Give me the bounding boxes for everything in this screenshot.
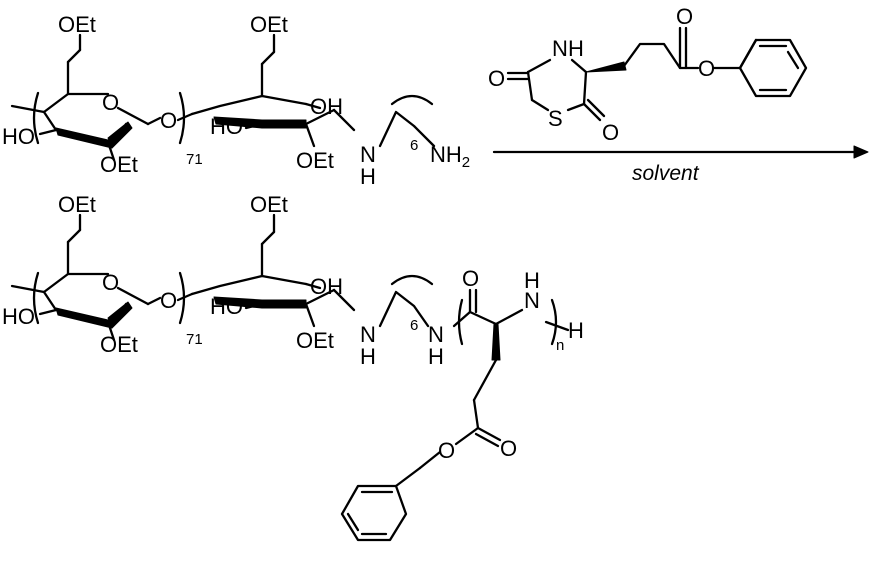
sm-oet-d: OEt [296, 148, 334, 173]
starting-material-wedges [55, 116, 307, 149]
product-labels: OEt OEt O O OH HO HO 71 OEt OEt N H 6 N … [2, 192, 584, 463]
monomer-wedge [585, 61, 627, 73]
product-glyco-o: O [160, 288, 177, 313]
sm-oet-b: OEt [250, 12, 288, 37]
product-repeat-count: 71 [186, 331, 203, 348]
product-nh2-h: H [428, 344, 444, 369]
product-wedges [55, 296, 501, 361]
product-nh3-h: H [524, 268, 540, 293]
sm-spacer-count: 6 [410, 137, 418, 154]
product-ho-b: HO [210, 294, 243, 319]
sm-oet-a: OEt [58, 12, 96, 37]
sm-oh-a: OH [310, 94, 343, 119]
monomer-n: N [552, 36, 568, 61]
product-oet-d: OEt [296, 328, 334, 353]
monomer-nca: N H O S O O O [488, 4, 808, 145]
sm-ho-b: HO [210, 114, 243, 139]
product-ring-o-a: O [102, 270, 119, 295]
monomer-s: S [548, 106, 563, 131]
arrow-head [853, 145, 869, 159]
sm-nh-h: H [360, 164, 376, 189]
sm-repeat-count: 71 [186, 151, 203, 168]
product-oet-a: OEt [58, 192, 96, 217]
product-o-carbonyl: O [500, 436, 517, 461]
product-end-h: H [568, 318, 584, 343]
sm-ring-o-a: O [102, 90, 119, 115]
product-oh-a: OH [310, 274, 343, 299]
product-ho-a: HO [2, 304, 35, 329]
product-o-ester: O [438, 438, 455, 463]
sm-amine: NH2 [430, 142, 470, 171]
monomer-h: H [568, 36, 584, 61]
product-nh1-h: H [360, 344, 376, 369]
sm-nh-n: N [360, 142, 376, 167]
product-nh2-n: N [428, 322, 444, 347]
product-amide-o: O [462, 266, 479, 291]
monomer-o-carbonyl: O [676, 4, 693, 29]
starting-material-bonds [10, 33, 436, 162]
product-spacer-count: 6 [410, 317, 418, 334]
sm-glyco-o: O [160, 108, 177, 133]
product: OEt OEt O O OH HO HO 71 OEt OEt N H 6 N … [2, 192, 584, 542]
monomer-bonds [506, 26, 808, 122]
sm-ho-a: HO [2, 124, 35, 149]
monomer-o-a: O [488, 66, 505, 91]
sm-oet-c: OEt [100, 152, 138, 177]
product-bonds [10, 213, 570, 542]
monomer-o-ester: O [698, 56, 715, 81]
starting-material: OEt OEt O O OH HO HO 71 OEt OEt N H 6 NH… [2, 12, 470, 189]
product-nh1-n: N [360, 322, 376, 347]
product-nh3-n: N [524, 288, 540, 313]
product-oet-c: OEt [100, 332, 138, 357]
product-oet-b: OEt [250, 192, 288, 217]
product-n-subscript: n [556, 337, 564, 354]
monomer-labels: N H O S O O O [488, 4, 715, 145]
monomer-o-b: O [602, 120, 619, 145]
reaction-condition: solvent [632, 162, 700, 185]
reaction-arrow: solvent [492, 145, 869, 185]
starting-material-labels: OEt OEt O O OH HO HO 71 OEt OEt N H 6 NH… [2, 12, 470, 189]
